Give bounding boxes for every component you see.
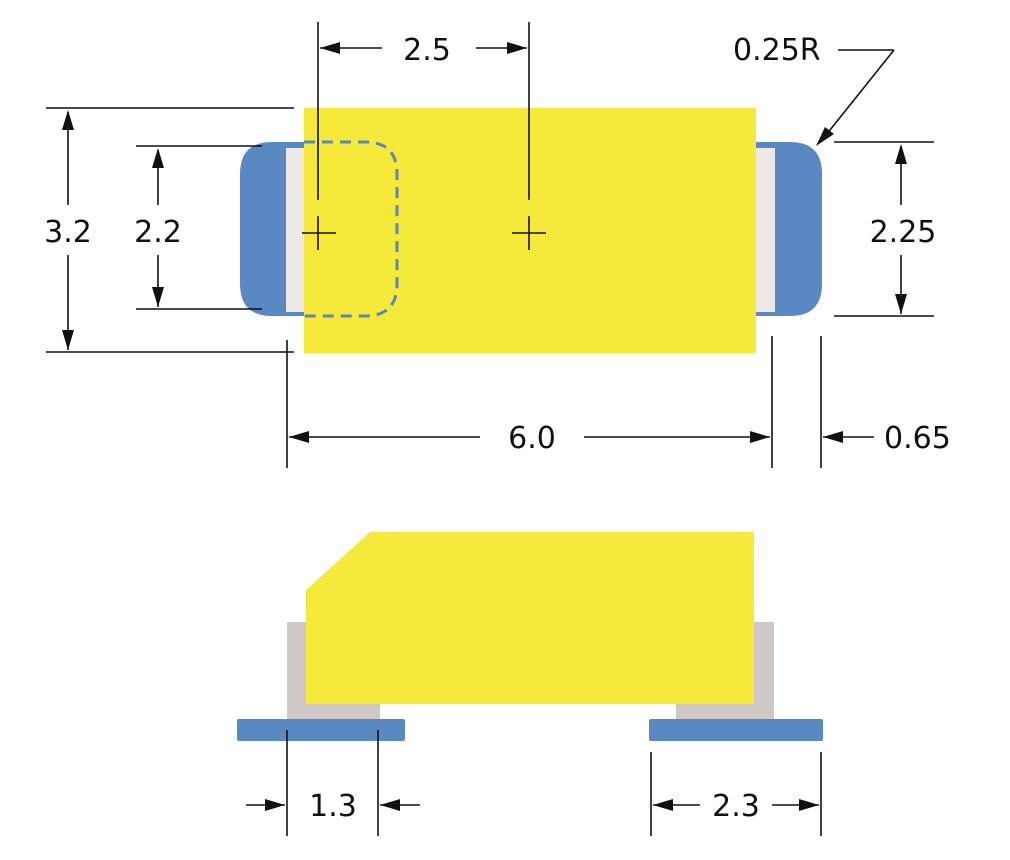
- pitch-label: 2.5: [403, 33, 451, 68]
- total-length-dimension: 6.0: [286, 336, 773, 468]
- body-height-dimension: 3.2: [44, 107, 294, 353]
- left-terminal-height-dimension: 2.2: [134, 145, 262, 310]
- terminal-width-label: 0.65: [884, 421, 951, 456]
- dashed-pad-outline: [304, 140, 399, 318]
- right-pad-dimension: 2.3: [650, 752, 822, 836]
- left-pad-dimension: 1.3: [246, 730, 420, 836]
- terminal-width-dimension: 0.65: [820, 336, 951, 468]
- side-view: 1.3 2.3: [237, 532, 823, 836]
- crosshair-marker: [512, 216, 546, 250]
- total-length-label: 6.0: [508, 421, 556, 456]
- left-pad-label: 1.3: [309, 789, 357, 824]
- body-height-label: 3.2: [44, 215, 92, 250]
- right-terminal-height-dimension: 2.25: [834, 141, 937, 317]
- right-terminal-height-label: 2.25: [870, 215, 937, 250]
- package-body: [304, 108, 756, 353]
- left-lead: [287, 622, 380, 720]
- left-terminal-height-label: 2.2: [134, 215, 182, 250]
- right-lead: [676, 622, 774, 720]
- right-terminal-inner: [755, 148, 775, 312]
- left-pad: [237, 719, 405, 741]
- top-view: 2.5 0.25R 3.2 2.2: [44, 22, 951, 468]
- corner-radius-callout: 0.25R: [733, 33, 895, 146]
- corner-radius-label: 0.25R: [733, 33, 821, 68]
- right-pad: [649, 719, 823, 741]
- side-body: [306, 532, 754, 704]
- right-pad-label: 2.3: [712, 789, 760, 824]
- pitch-dimension: 2.5: [320, 33, 527, 68]
- crosshair-marker: [302, 216, 336, 250]
